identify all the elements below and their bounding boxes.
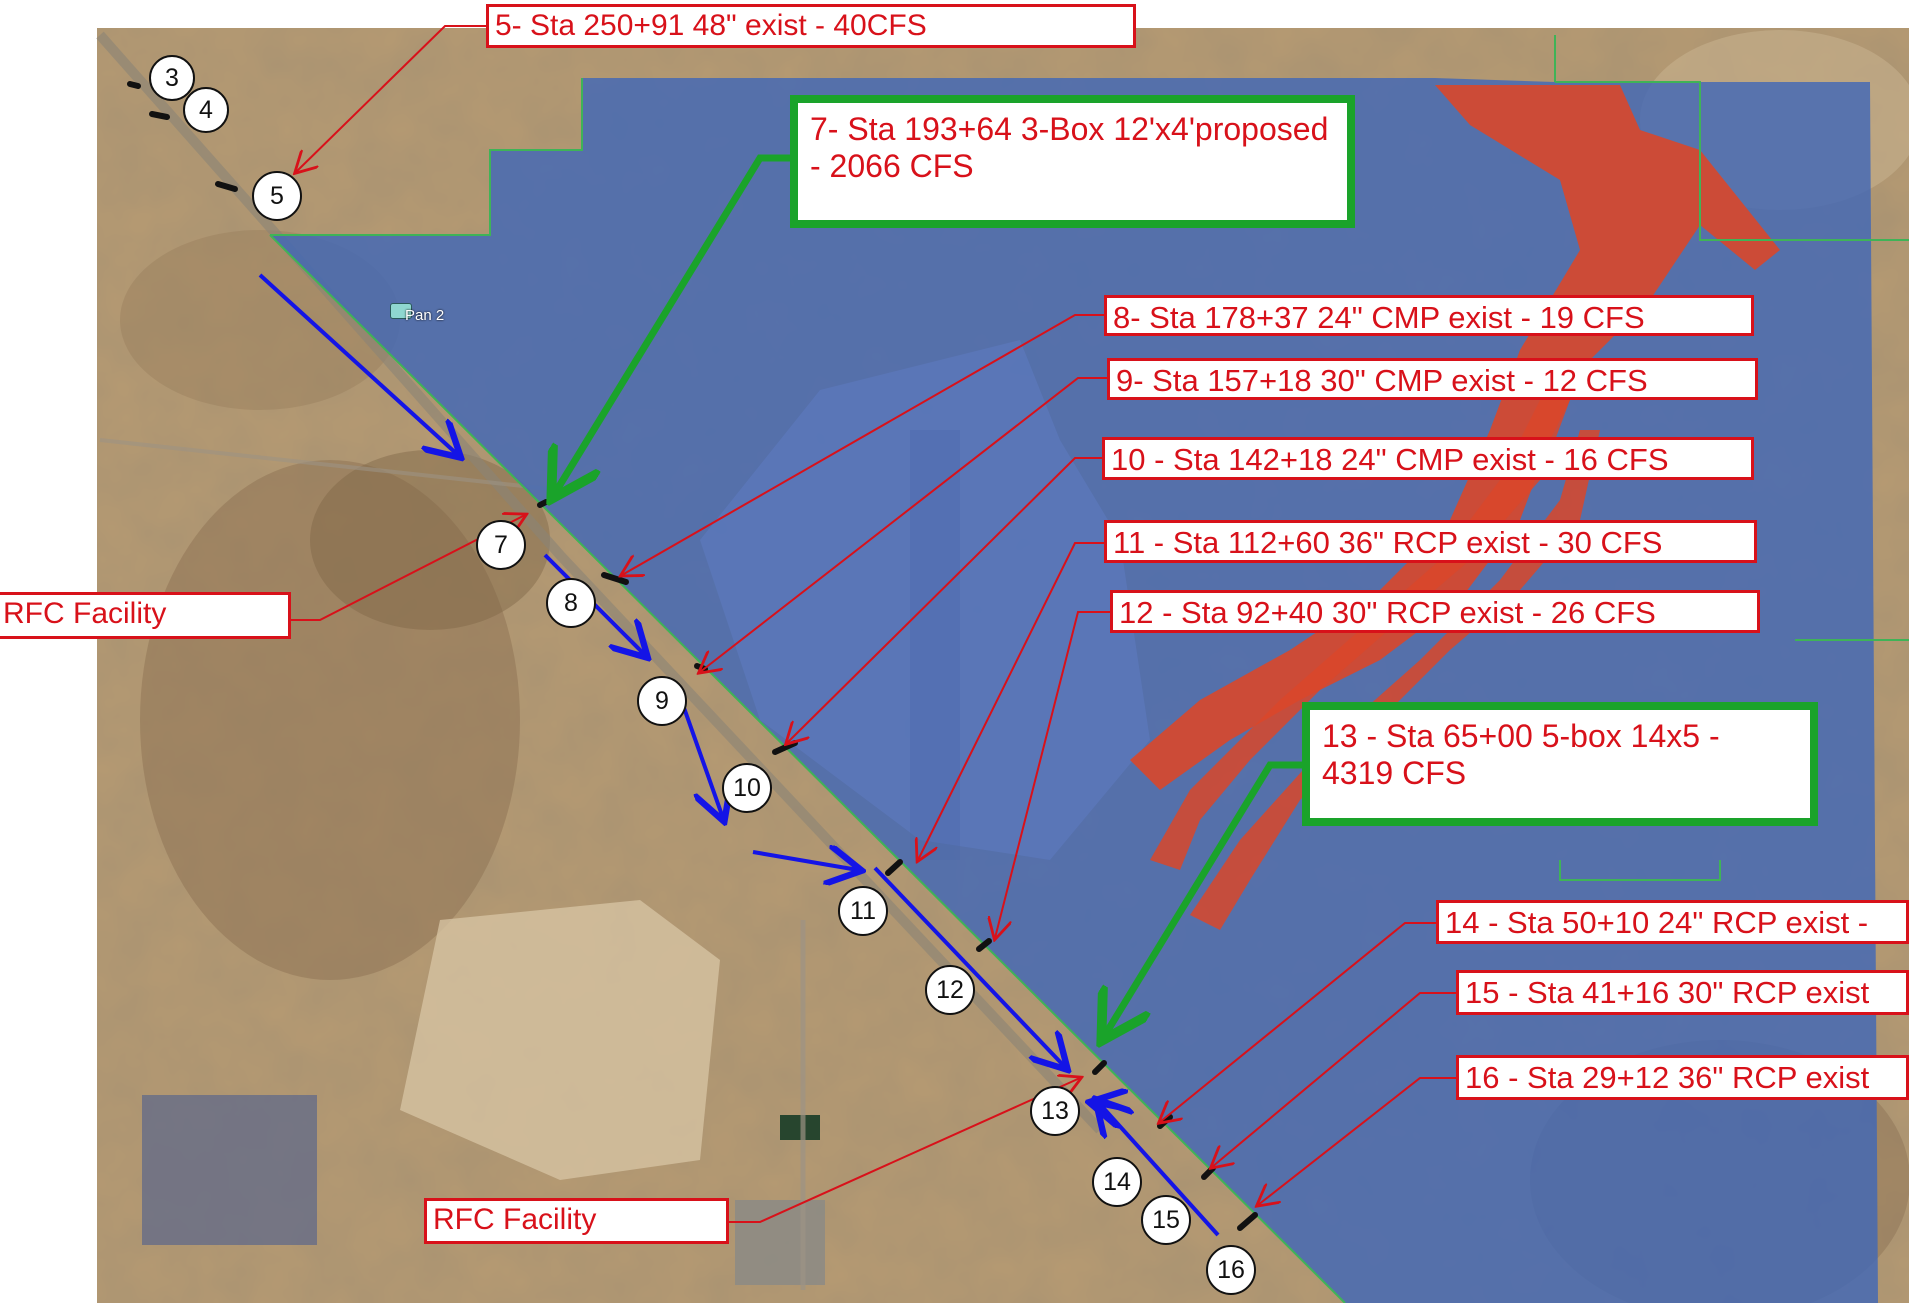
callout-culvert-10: 10 - Sta 142+18 24" CMP exist - 16 CFS: [1102, 437, 1754, 480]
callout-culvert-12: 12 - Sta 92+40 30" RCP exist - 26 CFS: [1110, 590, 1760, 633]
callout-culvert-16: 16 - Sta 29+12 36" RCP exist: [1456, 1055, 1909, 1100]
marker-9: 9: [637, 676, 687, 726]
marker-5: 5: [252, 171, 302, 221]
red-leaders: [290, 25, 1460, 1223]
marker-8: 8: [546, 578, 596, 628]
green-leaders: [555, 154, 1310, 1035]
callout-culvert-7: 7- Sta 193+64 3-Box 12'x4'proposed - 206…: [790, 95, 1355, 228]
callout-culvert-15: 15 - Sta 41+16 30" RCP exist: [1456, 970, 1909, 1015]
marker-13: 13: [1030, 1086, 1080, 1136]
marker-10: 10: [722, 763, 772, 813]
marker-7: 7: [476, 520, 526, 570]
flow-arrows: [258, 273, 1220, 1237]
facility-label-left: RFC Facility: [0, 592, 291, 639]
marker-11: 11: [838, 886, 888, 936]
callout-culvert-11: 11 - Sta 112+60 36" RCP exist - 30 CFS: [1104, 520, 1757, 563]
pan-site-label: Pan 2: [405, 307, 445, 324]
marker-15: 15: [1141, 1195, 1191, 1245]
callout-culvert-13: 13 - Sta 65+00 5-box 14x5 - 4319 CFS: [1302, 702, 1818, 826]
callout-culvert-9: 9- Sta 157+18 30" CMP exist - 12 CFS: [1107, 358, 1758, 400]
callout-culvert-5: 5- Sta 250+91 48" exist - 40CFS: [486, 4, 1136, 48]
facility-label-bottom: RFC Facility: [424, 1198, 729, 1244]
marker-3: 3: [149, 55, 195, 101]
marker-16: 16: [1206, 1245, 1256, 1295]
marker-4: 4: [183, 87, 229, 133]
callout-culvert-14: 14 - Sta 50+10 24" RCP exist -: [1436, 900, 1909, 944]
flow-paths: [1130, 85, 1780, 930]
marker-14: 14: [1092, 1157, 1142, 1207]
callout-culvert-8: 8- Sta 178+37 24" CMP exist - 19 CFS: [1104, 295, 1754, 336]
pan-site-icon: [390, 303, 412, 319]
marker-12: 12: [925, 965, 975, 1015]
